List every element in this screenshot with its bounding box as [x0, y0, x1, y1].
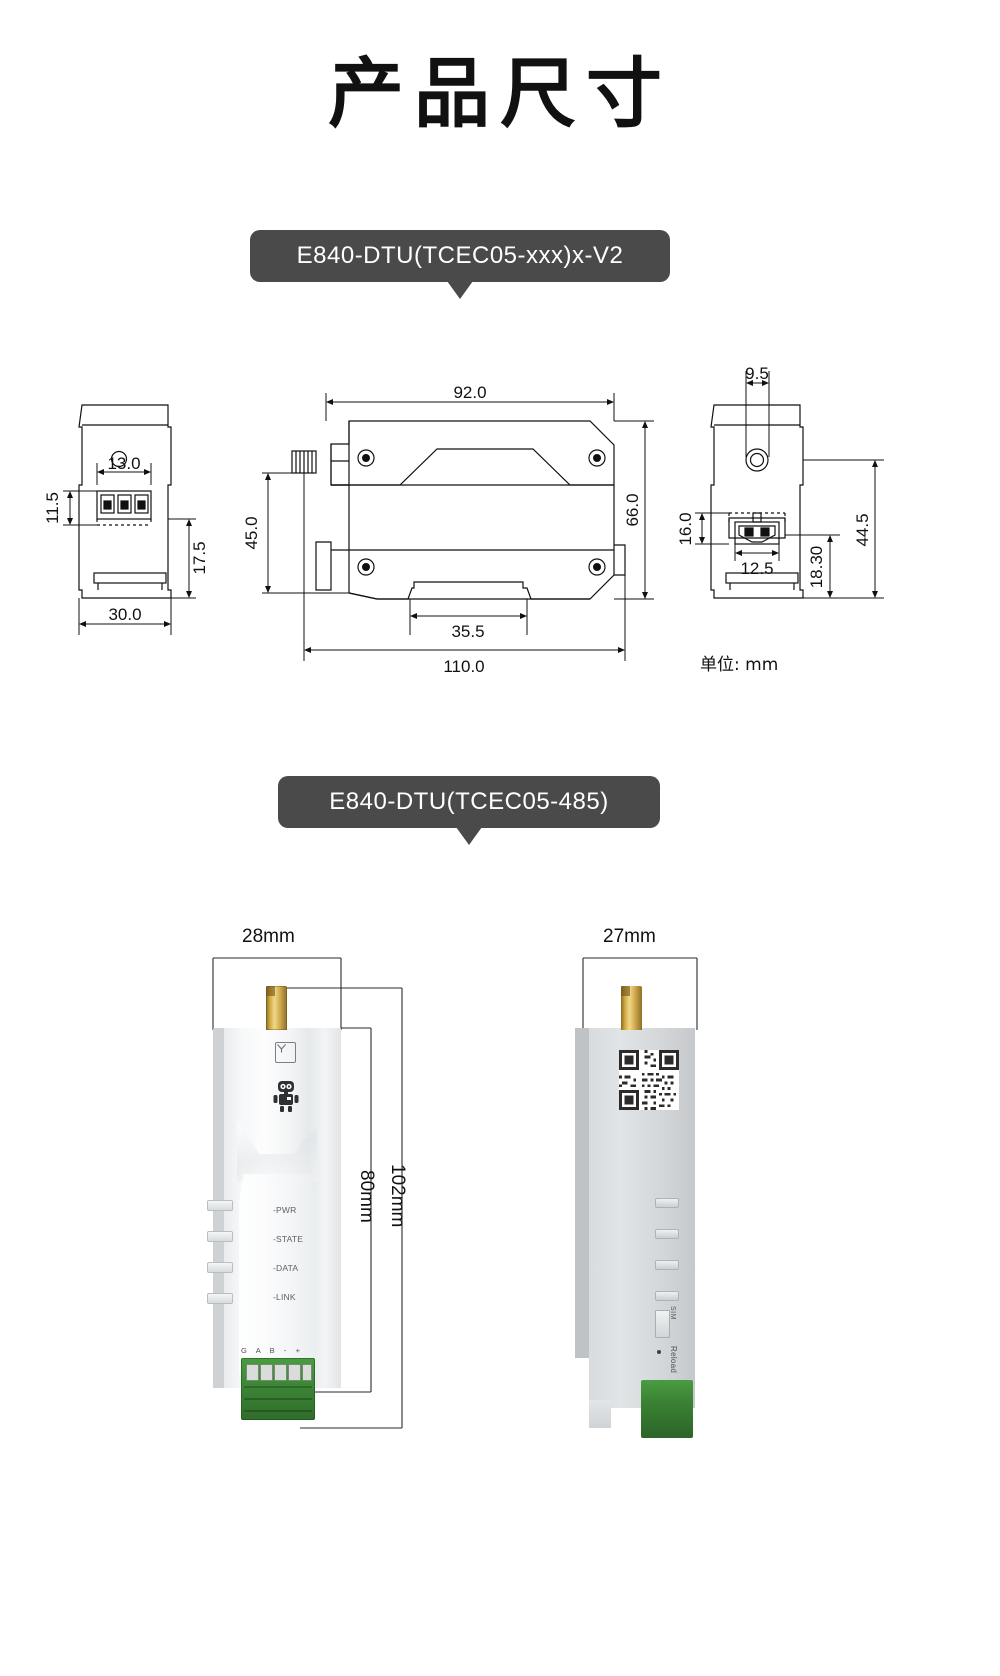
led-label-link: -LINK: [273, 1292, 296, 1302]
terminal-slot: [302, 1364, 312, 1381]
led-pins-side: [655, 1198, 679, 1322]
cad-drawing-svg: 13.0 11.5 17.5 30.0 92.0 45.0 66.0 35.5 …: [43, 364, 884, 676]
led-pin: [655, 1198, 679, 1208]
terminal-ridge: [244, 1398, 312, 1400]
dim-label-102mm: 102mm: [387, 1164, 408, 1228]
led-pin: [207, 1200, 233, 1211]
antenna-connector: [621, 986, 642, 1030]
sim-label: SIM: [669, 1306, 676, 1320]
dim-label-80mm: 80mm: [356, 1170, 377, 1223]
banner-label: E840-DTU(TCEC05-xxx)x-V2: [296, 242, 624, 269]
dim-17-5: [168, 518, 196, 599]
led-pin: [655, 1260, 679, 1270]
dim-label-9-5: 9.5: [745, 364, 769, 383]
terminal-block-green: [241, 1358, 315, 1420]
dim-16-0: [695, 512, 729, 545]
dim-44-5: [803, 459, 884, 599]
terminal-pin-labels: G A B - +: [241, 1346, 304, 1355]
section-banner-v2: E840-DTU(TCEC05-xxx)x-V2: [250, 230, 670, 299]
qr-code: [619, 1050, 679, 1110]
reload-label: Reload: [669, 1346, 678, 1374]
dim-92-0: [325, 393, 615, 421]
dim-label-35-5: 35.5: [451, 622, 484, 641]
dim-label-11-5: 11.5: [43, 492, 62, 524]
left-end-view: [78, 404, 172, 599]
device-front-view: -PWR -STATE -DATA -LINK G A B - +: [207, 986, 343, 1420]
robot-logo: [271, 1080, 301, 1114]
photo-dimension-lines: [212, 957, 698, 1429]
terminal-block-green: [641, 1380, 693, 1438]
led-label-state: -STATE: [273, 1234, 304, 1244]
led-pin: [655, 1229, 679, 1239]
antenna-glyph: [277, 1044, 286, 1053]
dim-label-66-0: 66.0: [623, 493, 642, 526]
banner-label: E840-DTU(TCEC05-485): [329, 788, 609, 815]
terminal-slot: [288, 1364, 301, 1381]
section-banner-485: E840-DTU(TCEC05-485): [278, 776, 660, 845]
side-view: [291, 420, 626, 600]
dim-label-45-0: 45.0: [242, 516, 261, 549]
terminal-ridge: [244, 1386, 312, 1388]
led-pin: [207, 1231, 233, 1242]
unit-note: 单位: mm: [700, 655, 779, 675]
din-rail-foot: [589, 1400, 611, 1428]
device-taper: [239, 1174, 315, 1374]
sim-card-slot: [655, 1310, 670, 1338]
dim-label-12-5: 12.5: [740, 559, 773, 578]
dim-11-5: [63, 490, 97, 526]
dim-label-30-0: 30.0: [108, 605, 141, 624]
led-label-data: -DATA: [273, 1263, 299, 1273]
dim-13-0: [96, 463, 152, 485]
device-side-view: SIM Reload: [575, 986, 695, 1438]
dim-45-0: [262, 472, 349, 594]
led-label-group: -PWR -STATE -DATA -LINK: [273, 1204, 343, 1320]
dim-label-13-0: 13.0: [107, 454, 140, 473]
led-pin: [655, 1291, 679, 1301]
dim-label-18-30: 18.30: [807, 546, 826, 589]
dim-label-28mm: 28mm: [242, 926, 295, 947]
terminal-ridge: [244, 1410, 312, 1412]
led-pins: [207, 1200, 233, 1324]
dim-66-0: [614, 420, 654, 600]
product-photo-group: -PWR -STATE -DATA -LINK G A B - +: [0, 880, 1000, 1500]
led-pin: [207, 1262, 233, 1273]
dim-label-17-5: 17.5: [190, 541, 209, 574]
dim-label-16-0: 16.0: [676, 512, 695, 545]
dim-label-27mm: 27mm: [603, 926, 656, 947]
dim-9-5: [745, 371, 770, 457]
dim-label-44-5: 44.5: [853, 513, 872, 546]
terminal-slot: [246, 1364, 259, 1381]
led-pin: [207, 1293, 233, 1304]
dim-110-0: [303, 473, 626, 661]
banner-tail-icon: [447, 281, 473, 299]
dim-label-110-0: 110.0: [443, 657, 484, 676]
led-label-pwr: -PWR: [273, 1205, 297, 1215]
terminal-slot: [260, 1364, 273, 1381]
qr-glyph: [619, 1050, 679, 1110]
page-title: 产品尺寸: [328, 49, 672, 138]
dim-35-5: [409, 599, 528, 635]
antenna-icon: [275, 1042, 296, 1063]
antenna-connector: [266, 986, 287, 1030]
robot-glyph: [273, 1081, 299, 1112]
cad-drawing-group: 13.0 11.5 17.5 30.0 92.0 45.0 66.0 35.5 …: [0, 345, 1000, 685]
terminal-slot: [274, 1364, 287, 1381]
banner-tail-icon: [456, 827, 482, 845]
dim-12-5: [734, 544, 780, 561]
dim-30-0: [78, 598, 172, 635]
dim-label-92-0: 92.0: [453, 383, 486, 402]
reload-button[interactable]: [657, 1350, 661, 1354]
